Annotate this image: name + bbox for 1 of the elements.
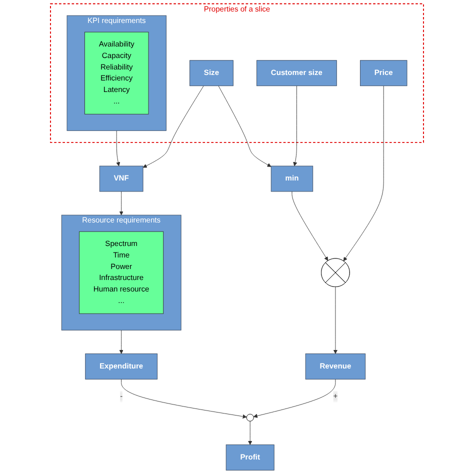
- node-circle: [246, 414, 254, 422]
